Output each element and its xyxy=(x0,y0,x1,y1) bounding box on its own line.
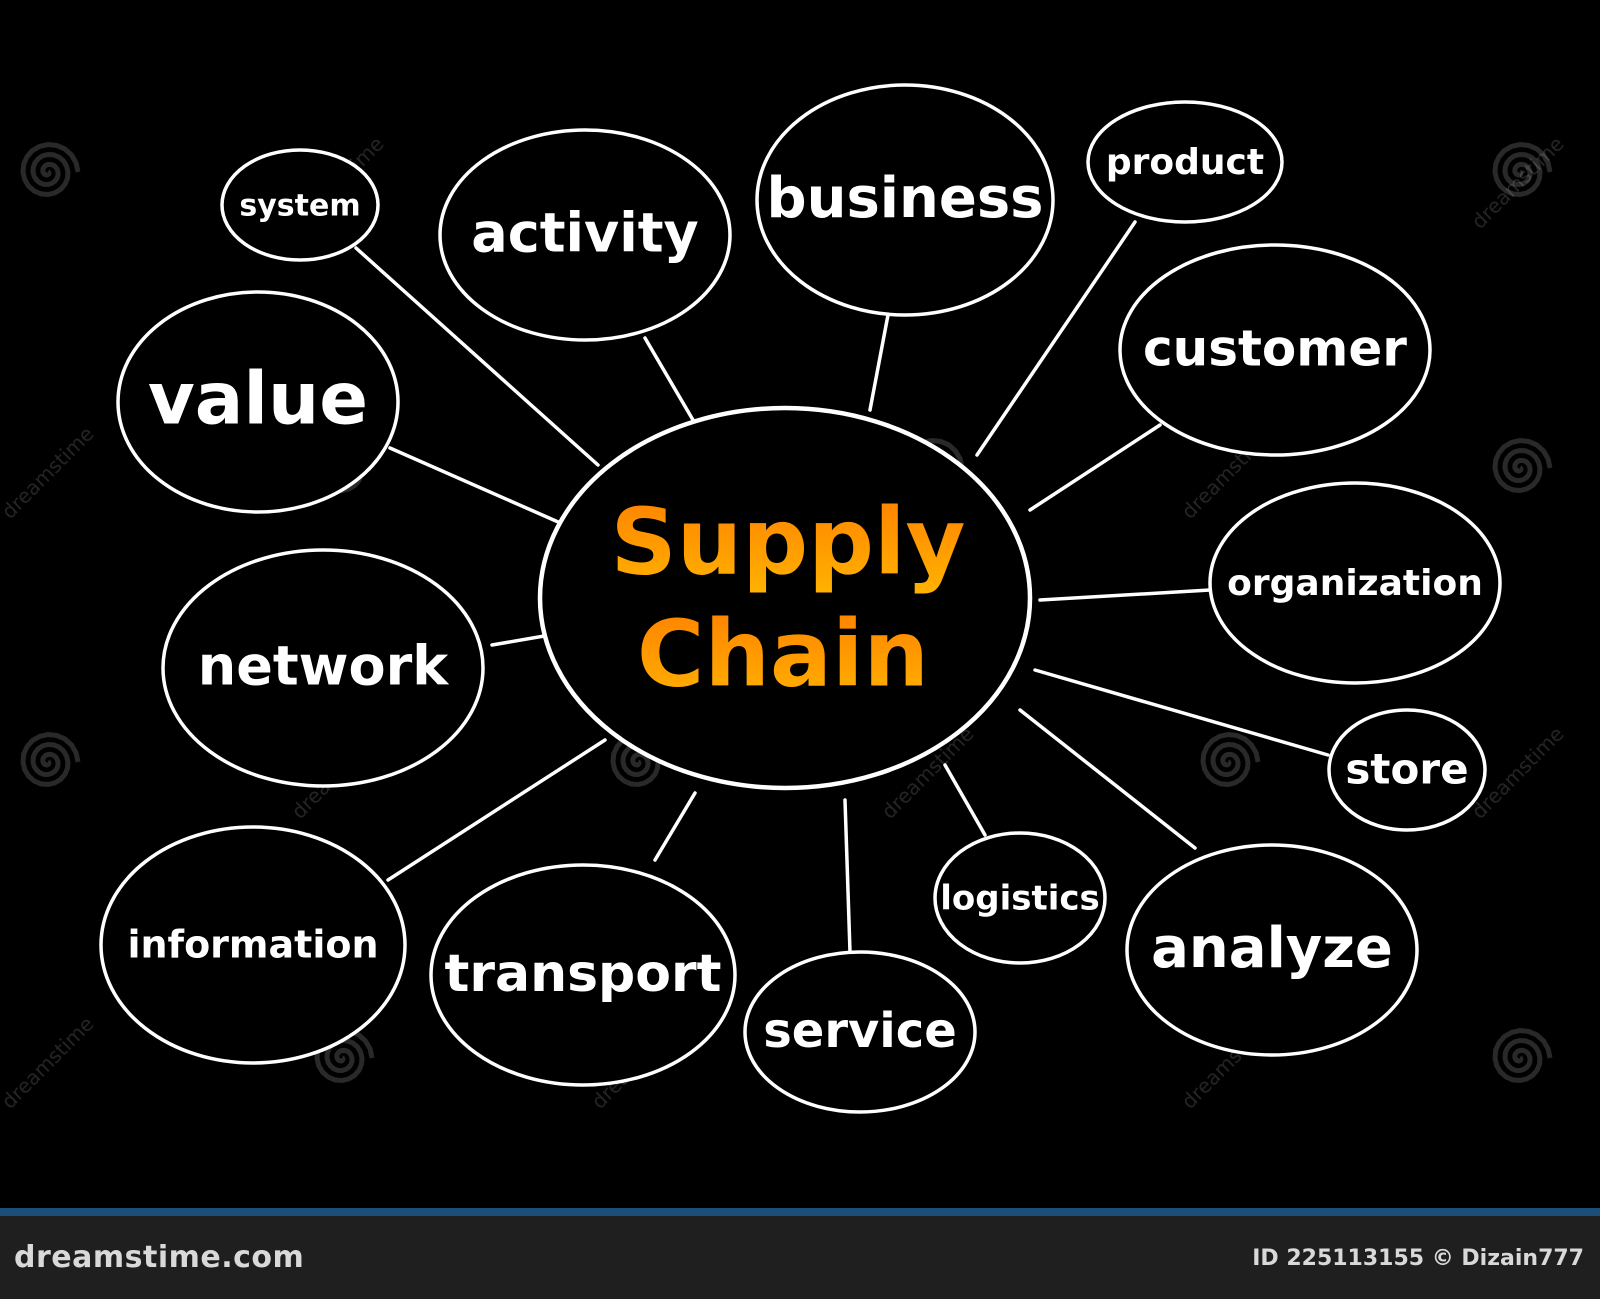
watermark-spiral-icon xyxy=(1492,437,1553,494)
node-network: network xyxy=(161,548,485,788)
footer-stripe xyxy=(0,1208,1600,1216)
connector-line-network xyxy=(490,633,552,647)
node-customer: customer xyxy=(1118,243,1432,457)
node-ellipse-analyze xyxy=(1125,843,1419,1057)
connector-line-customer xyxy=(1028,423,1162,512)
watermark-text: dreamstime xyxy=(0,422,98,524)
concept-nodes: system activity business product customer val… xyxy=(99,83,1502,1114)
node-business: business xyxy=(755,83,1055,317)
node-label-business: business xyxy=(767,166,1044,231)
node-label-store: store xyxy=(1345,745,1468,794)
watermark-text: dreamstime xyxy=(0,1012,98,1114)
node-ellipse-service xyxy=(743,950,977,1114)
node-ellipse-transport xyxy=(429,863,737,1087)
footer-logo: dreamstime.com xyxy=(14,1240,305,1275)
connector-line-information xyxy=(386,738,607,882)
node-ellipse-network xyxy=(161,548,485,788)
connector-line-service xyxy=(843,798,852,954)
center-title-line1: Supply xyxy=(611,488,966,595)
node-store: store xyxy=(1327,708,1487,832)
node-label-system: system xyxy=(239,189,360,224)
node-service: service xyxy=(743,950,977,1114)
node-label-value: value xyxy=(148,357,368,441)
watermark-spiral-icon xyxy=(20,731,81,788)
node-transport: transport xyxy=(429,863,737,1087)
connector-line-logistics xyxy=(943,763,987,837)
node-label-service: service xyxy=(763,1003,957,1059)
node-label-product: product xyxy=(1106,142,1264,183)
connector-line-analyze xyxy=(1018,708,1197,850)
node-ellipse-store xyxy=(1327,708,1487,832)
connector-line-system xyxy=(354,246,600,467)
watermark-spiral-icon xyxy=(20,141,81,198)
watermark-spiral-icon xyxy=(1492,1027,1553,1084)
node-system: system xyxy=(220,148,380,262)
footer-bar: dreamstime.com ID 225113155 © Dizain777 xyxy=(0,1208,1600,1299)
node-label-network: network xyxy=(198,635,449,698)
connector-line-store xyxy=(1033,668,1330,757)
node-label-activity: activity xyxy=(471,202,699,265)
connector-line-business xyxy=(868,313,890,412)
node-ellipse-system xyxy=(220,148,380,262)
footer-image-id: ID 225113155 © Dizain777 xyxy=(1252,1246,1584,1271)
node-logistics: logistics xyxy=(933,831,1107,965)
connector-line-transport xyxy=(653,791,697,862)
node-label-customer: customer xyxy=(1143,320,1407,378)
node-product: product xyxy=(1086,100,1284,224)
node-ellipse-product xyxy=(1086,100,1284,224)
node-analyze: analyze xyxy=(1125,843,1419,1057)
watermark-spiral-icon xyxy=(314,1027,375,1084)
node-ellipse-organization xyxy=(1208,481,1502,685)
center-title-line2: Chain xyxy=(637,600,929,707)
connector-line-activity xyxy=(643,336,695,422)
node-label-transport: transport xyxy=(444,944,721,1004)
node-organization: organization xyxy=(1208,481,1502,685)
node-label-information: information xyxy=(127,923,378,967)
node-ellipse-value xyxy=(116,290,400,514)
node-information: information xyxy=(99,825,407,1065)
connector-line-organization xyxy=(1038,588,1212,602)
connector-line-value xyxy=(388,446,567,527)
center-ellipse xyxy=(537,405,1033,791)
watermark-spiral-icon xyxy=(1492,141,1553,198)
node-ellipse-activity xyxy=(438,128,732,342)
center-node: Supply Chain xyxy=(537,405,1033,791)
connector-lines xyxy=(354,220,1330,954)
watermark-spiral-icon xyxy=(1200,731,1261,788)
node-ellipse-information xyxy=(99,825,407,1065)
node-label-organization: organization xyxy=(1227,563,1483,604)
node-label-logistics: logistics xyxy=(940,879,1100,919)
connector-line-product xyxy=(975,220,1137,457)
node-ellipse-customer xyxy=(1118,243,1432,457)
node-ellipse-logistics xyxy=(933,831,1107,965)
watermark-spiral-icon xyxy=(610,731,671,788)
node-activity: activity xyxy=(438,128,732,342)
node-value: value xyxy=(116,290,400,514)
node-label-analyze: analyze xyxy=(1151,916,1393,981)
node-ellipse-business xyxy=(755,83,1055,317)
